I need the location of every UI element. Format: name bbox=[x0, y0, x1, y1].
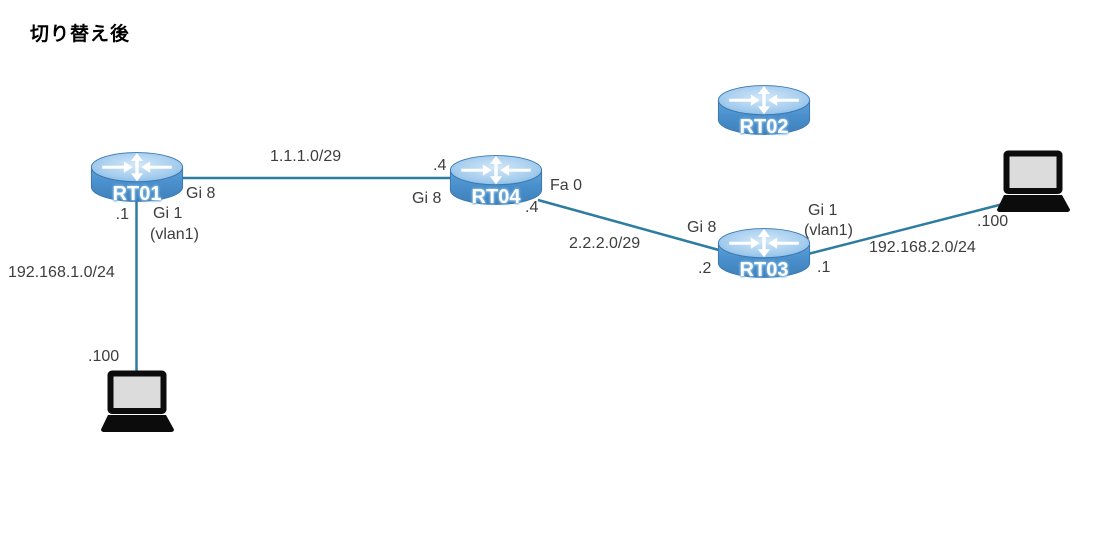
label-rt04-if-fa0: Fa 0 bbox=[550, 177, 583, 194]
router-rt03-label: RT03 bbox=[739, 259, 789, 281]
label-rt01-if-vlan: (vlan1) bbox=[150, 226, 199, 243]
label-pc1-ip: .100 bbox=[88, 348, 120, 365]
label-rt03-if-gi8: Gi 8 bbox=[687, 219, 717, 236]
label-subnet-rt04-rt03: 2.2.2.0/29 bbox=[569, 235, 641, 252]
laptop-pc2 bbox=[996, 150, 1071, 212]
label-rt04-ip-left: .4 bbox=[433, 157, 447, 174]
diagram-title: 切り替え後 bbox=[30, 24, 131, 45]
label-rt01-if-gi8: Gi 8 bbox=[186, 185, 216, 202]
router-rt02: RT02 bbox=[717, 83, 811, 137]
laptop-icon bbox=[100, 370, 175, 432]
router-rt04-label: RT04 bbox=[471, 186, 521, 208]
router-rt03: RT03 bbox=[717, 226, 811, 280]
router-rt04: RT04 bbox=[449, 153, 543, 207]
label-subnet-lan1: 192.168.1.0/24 bbox=[8, 264, 115, 281]
label-rt04-ip-bottom: .4 bbox=[525, 199, 539, 216]
laptop-icon bbox=[996, 150, 1071, 212]
label-rt03-ip-left: .2 bbox=[698, 260, 712, 277]
label-subnet-lan2: 192.168.2.0/24 bbox=[869, 239, 976, 256]
link-rt03-pc2 bbox=[807, 201, 1008, 256]
label-rt03-if-gi1: Gi 1 bbox=[808, 202, 838, 219]
router-rt01-label: RT01 bbox=[112, 183, 162, 205]
laptop-pc1 bbox=[100, 370, 175, 432]
router-rt02-label: RT02 bbox=[739, 116, 789, 138]
label-rt03-if-vlan: (vlan1) bbox=[804, 222, 853, 239]
router-rt01: RT01 bbox=[90, 150, 184, 204]
label-rt01-ip: .1 bbox=[115, 206, 129, 223]
label-subnet-rt01-rt04: 1.1.1.0/29 bbox=[270, 148, 342, 165]
label-rt01-if-gi1: Gi 1 bbox=[153, 205, 183, 222]
link-rt04-rt03 bbox=[537, 198, 727, 254]
label-rt03-ip-right: .1 bbox=[817, 259, 831, 276]
label-rt04-if-gi8: Gi 8 bbox=[412, 190, 442, 207]
label-pc2-ip: .100 bbox=[977, 213, 1009, 230]
